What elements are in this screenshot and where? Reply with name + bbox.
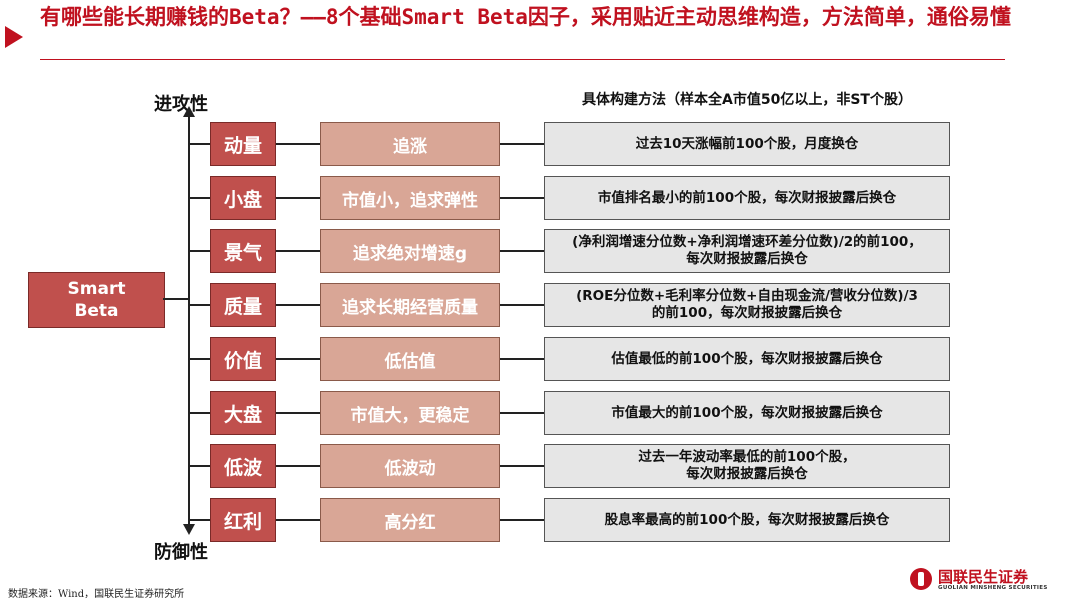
factor-method-text: 股息率最高的前100个股，每次财报披露后换仓: [604, 511, 890, 528]
smart-beta-node: Smart Beta: [28, 272, 165, 328]
branch-connector: [189, 412, 210, 414]
factor-name: 低波: [210, 444, 276, 488]
factor-row: 大盘市值大，更稳定 市值最大的前100个股，每次财报披露后换仓: [0, 391, 1080, 435]
factor-row: 小盘市值小，追求弹性 市值排名最小的前100个股，每次财报披露后换仓: [0, 176, 1080, 220]
name-desc-connector: [276, 143, 320, 145]
title-divider: [40, 59, 1005, 60]
page-title: 有哪些能长期赚钱的Beta？——8个基础Smart Beta因子，采用贴近主动思…: [40, 5, 1011, 29]
source-note: 数据来源：Wind，国联民生证券研究所: [8, 589, 185, 600]
factor-row: 质量追求长期经营质量 (ROE分位数+毛利率分位数+自由现金流/营收分位数)/3 …: [0, 283, 1080, 327]
factor-name: 大盘: [210, 391, 276, 435]
factor-method-text: 市值最大的前100个股，每次财报披露后换仓: [611, 404, 883, 421]
factor-name: 小盘: [210, 176, 276, 220]
factor-method: 股息率最高的前100个股，每次财报披露后换仓: [544, 498, 950, 542]
desc-method-connector: [500, 197, 544, 199]
factor-method-text: (ROE分位数+毛利率分位数+自由现金流/营收分位数)/3 的前100，每次财报…: [576, 288, 918, 321]
factor-desc: 市值大，更稳定: [320, 391, 500, 435]
factor-method: 过去一年波动率最低的前100个股， 每次财报披露后换仓: [544, 444, 950, 488]
name-desc-connector: [276, 465, 320, 467]
brand-logo: 国联民生证券 GUOLIAN MINSHENG SECURITIES: [910, 566, 1070, 596]
factor-method-text: 市值排名最小的前100个股，每次财报披露后换仓: [597, 189, 897, 206]
desc-method-connector: [500, 412, 544, 414]
factor-method: 过去10天涨幅前100个股，月度换仓: [544, 122, 950, 166]
arrow-down-icon: [183, 524, 195, 535]
logo-subtext: GUOLIAN MINSHENG SECURITIES: [938, 585, 1048, 591]
factor-name: 景气: [210, 229, 276, 273]
name-desc-connector: [276, 412, 320, 414]
arrow-up-icon: [183, 106, 195, 117]
factor-desc: 追涨: [320, 122, 500, 166]
factor-name: 动量: [210, 122, 276, 166]
factor-method-text: 过去10天涨幅前100个股，月度换仓: [635, 135, 859, 152]
factor-method-text: (净利润增速分位数+净利润增速环差分位数)/2的前100， 每次财报披露后换仓: [572, 234, 922, 267]
factor-method-text: 估值最低的前100个股，每次财报披露后换仓: [611, 350, 883, 367]
name-desc-connector: [276, 197, 320, 199]
name-desc-connector: [276, 358, 320, 360]
factor-desc: 低估值: [320, 337, 500, 381]
branch-connector: [189, 250, 210, 252]
factor-method: (净利润增速分位数+净利润增速环差分位数)/2的前100， 每次财报披露后换仓: [544, 229, 950, 273]
desc-method-connector: [500, 304, 544, 306]
desc-method-connector: [500, 465, 544, 467]
factor-name: 红利: [210, 498, 276, 542]
factor-method-text: 过去一年波动率最低的前100个股， 每次财报披露后换仓: [638, 449, 856, 482]
factor-method: 市值最大的前100个股，每次财报披露后换仓: [544, 391, 950, 435]
axis-top-label: 进攻性: [154, 94, 208, 115]
branch-connector: [189, 143, 210, 145]
factor-desc: 追求长期经营质量: [320, 283, 500, 327]
desc-method-connector: [500, 250, 544, 252]
factor-method: 市值排名最小的前100个股，每次财报披露后换仓: [544, 176, 950, 220]
factor-name: 质量: [210, 283, 276, 327]
title-marker-icon: [5, 26, 23, 48]
desc-method-connector: [500, 519, 544, 521]
factor-desc: 低波动: [320, 444, 500, 488]
factor-desc: 高分红: [320, 498, 500, 542]
axis-bottom-label: 防御性: [154, 542, 208, 563]
method-column-header: 具体构建方法（样本全A市值50亿以上，非ST个股）: [582, 92, 912, 108]
factor-method: 估值最低的前100个股，每次财报披露后换仓: [544, 337, 950, 381]
axis-line: [188, 115, 190, 526]
root-connector: [163, 298, 189, 300]
factor-row: 动量追涨 过去10天涨幅前100个股，月度换仓: [0, 122, 1080, 166]
factor-name: 价值: [210, 337, 276, 381]
logo-text: 国联民生证券: [938, 568, 1029, 586]
branch-connector: [189, 465, 210, 467]
branch-connector: [189, 358, 210, 360]
branch-connector: [189, 197, 210, 199]
factor-row: 低波低波动 过去一年波动率最低的前100个股， 每次财报披露后换仓: [0, 444, 1080, 488]
smart-beta-label: Smart Beta: [67, 279, 126, 321]
name-desc-connector: [276, 304, 320, 306]
name-desc-connector: [276, 250, 320, 252]
desc-method-connector: [500, 143, 544, 145]
factor-row: 价值低估值 估值最低的前100个股，每次财报披露后换仓: [0, 337, 1080, 381]
factor-row: 景气追求绝对增速g (净利润增速分位数+净利润增速环差分位数)/2的前100， 每…: [0, 229, 1080, 273]
desc-method-connector: [500, 358, 544, 360]
factor-desc: 市值小，追求弹性: [320, 176, 500, 220]
factor-desc: 追求绝对增速g: [320, 229, 500, 273]
name-desc-connector: [276, 519, 320, 521]
factor-row: 红利高分红 股息率最高的前100个股，每次财报披露后换仓: [0, 498, 1080, 542]
branch-connector: [189, 519, 210, 521]
logo-mark-icon: [910, 568, 932, 590]
factor-method: (ROE分位数+毛利率分位数+自由现金流/营收分位数)/3 的前100，每次财报…: [544, 283, 950, 327]
branch-connector: [189, 304, 210, 306]
